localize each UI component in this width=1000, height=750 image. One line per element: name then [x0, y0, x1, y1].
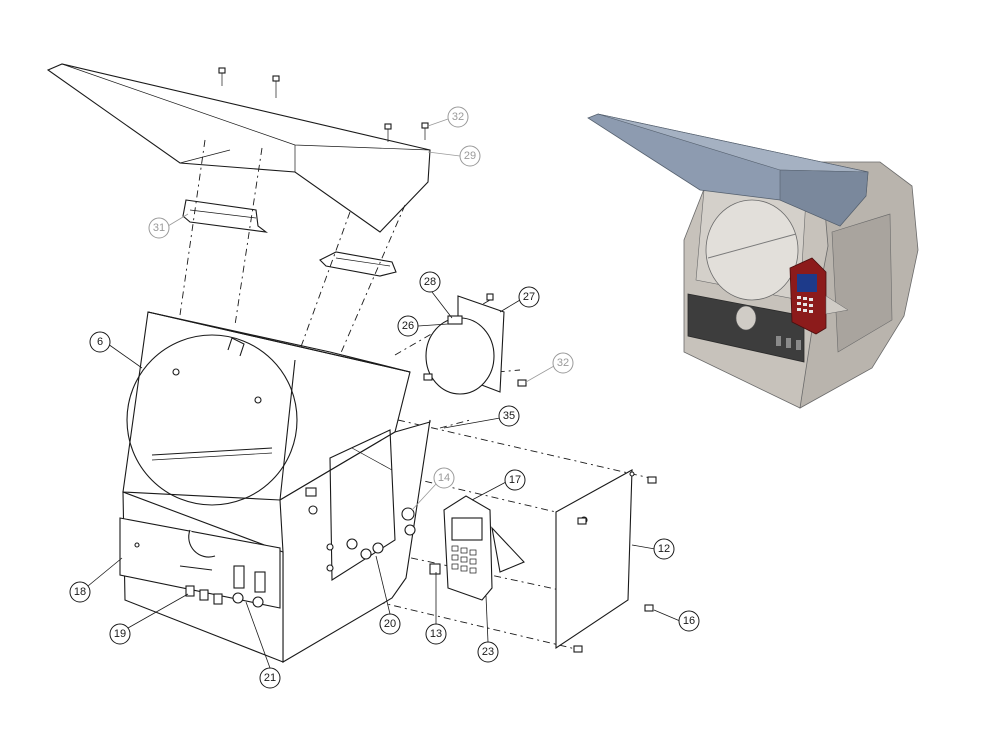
svg-text:31: 31	[153, 222, 165, 234]
front-panel	[119, 491, 284, 663]
callout-6: 6	[89, 331, 111, 353]
svg-text:13: 13	[430, 628, 442, 640]
callout-32-lens: 32	[552, 352, 574, 374]
switches	[185, 585, 223, 605]
svg-text:20: 20	[384, 618, 396, 630]
svg-text:14: 14	[438, 472, 450, 484]
callout-26: 26	[397, 315, 419, 337]
callout-32-top: 32	[447, 106, 469, 128]
callout-20: 20	[379, 613, 401, 635]
callout-28: 28	[419, 271, 441, 293]
readout-keypad	[451, 545, 477, 574]
callout-14: 14	[433, 467, 455, 489]
fittings	[326, 507, 416, 572]
svg-text:19: 19	[114, 628, 126, 640]
callout-21: 21	[259, 667, 281, 689]
assembled-render-view	[587, 113, 919, 409]
svg-text:29: 29	[464, 150, 476, 162]
hood-visor	[46, 63, 431, 233]
callout-19: 19	[109, 623, 131, 645]
svg-text:32: 32	[452, 111, 464, 123]
svg-text:32: 32	[557, 357, 569, 369]
callout-27: 27	[518, 286, 540, 308]
callout-35: 35	[498, 405, 520, 427]
svg-text:23: 23	[482, 646, 494, 658]
callout-16: 16	[678, 610, 700, 632]
callout-12: 12	[653, 538, 675, 560]
svg-text:17: 17	[509, 474, 521, 486]
side-cover-plate	[555, 469, 635, 650]
callout-balloons: 6 12 13 14 16 17 18 19 20 21 2	[69, 106, 700, 689]
callout-29: 29	[459, 145, 481, 167]
svg-text:21: 21	[264, 672, 276, 684]
hood-bracket-left	[182, 199, 269, 233]
svg-text:6: 6	[97, 336, 103, 348]
callout-31: 31	[148, 217, 170, 239]
callout-18: 18	[69, 581, 91, 603]
callout-23: 23	[477, 641, 499, 663]
svg-text:35: 35	[503, 410, 515, 422]
svg-text:12: 12	[658, 543, 670, 555]
svg-text:16: 16	[683, 615, 695, 627]
callout-13: 13	[425, 623, 447, 645]
callout-17: 17	[504, 469, 526, 491]
svg-text:26: 26	[402, 320, 414, 332]
svg-text:18: 18	[74, 586, 86, 598]
side-cover-screws	[573, 476, 657, 653]
lens-assembly	[423, 293, 527, 395]
hood-screws	[218, 67, 429, 142]
svg-text:27: 27	[523, 291, 535, 303]
digital-readout-unit	[429, 495, 525, 601]
svg-text:28: 28	[424, 276, 436, 288]
